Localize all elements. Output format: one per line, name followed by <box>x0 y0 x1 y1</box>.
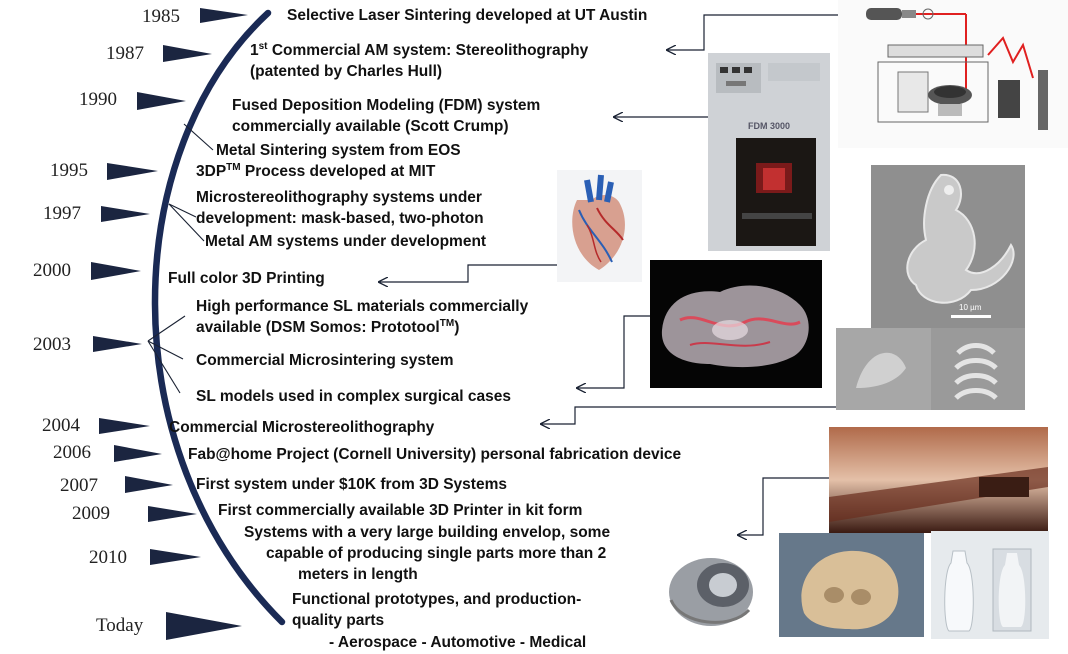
skull-model-image <box>779 533 924 637</box>
event-fabathome: Fab@home Project (Cornell University) pe… <box>188 446 682 463</box>
pointer-1990 <box>137 92 186 110</box>
event-hpsl-tm: TM <box>439 317 455 329</box>
year-2004: 2004 <box>42 415 80 436</box>
pointer-2000 <box>91 262 141 280</box>
event-commercial-microsl: Commercial Microstereolithography <box>169 419 435 436</box>
event-sectors: - Aerospace - Automotive - Medical <box>329 634 587 651</box>
sem-scale-label: 10 µm <box>959 303 982 312</box>
sls-schematic-image <box>838 0 1068 148</box>
micro-springs-image <box>836 328 1025 410</box>
sl-surgical-model-image <box>650 260 822 388</box>
event-micro-line1: Microstereolithography systems under <box>196 189 482 206</box>
event-3dp-rest: Process developed at MIT <box>240 163 436 180</box>
year-today: Today <box>96 615 144 636</box>
arrow-large <box>738 477 829 535</box>
pointer-today <box>166 612 242 640</box>
event-func-line2: quality parts <box>292 612 385 629</box>
arrow-microsl <box>541 406 836 424</box>
event-sla-line2: (patented by Charles Hull) <box>250 63 443 80</box>
sem-microstructure-image: 10 µm <box>871 165 1025 328</box>
event-functional-prototypes: Functional prototypes, and production- q… <box>292 589 581 631</box>
event-large-line3: meters in length <box>298 566 418 583</box>
pointer-2004 <box>99 418 150 434</box>
pointer-2010 <box>150 549 201 565</box>
event-metal-am: Metal AM systems under development <box>205 233 487 250</box>
year-1997: 1997 <box>43 203 81 224</box>
event-sls: Selective Laser Sintering developed at U… <box>287 7 648 24</box>
year-2000: 2000 <box>33 260 71 281</box>
year-2007: 2007 <box>60 475 98 496</box>
heart-model-image <box>557 170 642 282</box>
event-micro-line2: development: mask-based, two-photon <box>196 210 484 227</box>
year-2006: 2006 <box>53 442 91 463</box>
arrow-sls-to-sla <box>667 14 870 50</box>
event-3dp: 3DPTM Process developed at MIT <box>196 161 435 182</box>
event-fdm-line2: commercially available (Scott Crump) <box>232 118 509 135</box>
event-func-line1: Functional prototypes, and production- <box>292 591 582 608</box>
branch-2003b <box>147 340 184 360</box>
event-sla-ordinal: 1 <box>250 42 259 59</box>
fdm-machine-image: FDM 3000 <box>708 53 830 251</box>
event-large-line2: capable of producing single parts more t… <box>266 545 607 562</box>
event-hpsl-line1: High performance SL materials commercial… <box>196 298 529 315</box>
large-build-envelope-image <box>829 427 1048 533</box>
event-10k-system: First system under $10K from 3D Systems <box>196 476 507 493</box>
event-fdm-line1: Fused Deposition Modeling (FDM) system <box>232 97 541 114</box>
pointer-2007 <box>125 476 173 493</box>
pointer-1995 <box>107 163 158 180</box>
event-large-envelope: Systems with a very large building envel… <box>244 522 610 585</box>
pointer-1987 <box>163 45 212 62</box>
year-1987: 1987 <box>106 43 144 64</box>
event-stereolithography: 1st Commercial AM system: Stereolithogra… <box>250 40 588 82</box>
pointer-1997 <box>101 206 150 222</box>
arrow-surgical <box>577 315 650 388</box>
event-eos: Metal Sintering system from EOS <box>216 142 461 159</box>
event-full-color: Full color 3D Printing <box>168 270 325 287</box>
event-3dp-name: 3DP <box>196 163 227 180</box>
event-hpsl-line2b: ) <box>454 319 460 336</box>
event-surgical: SL models used in complex surgical cases <box>196 388 512 405</box>
pointer-2006 <box>114 445 162 462</box>
event-high-performance-sl: High performance SL materials commercial… <box>196 296 528 338</box>
year-2003: 2003 <box>33 334 71 355</box>
event-microstereolithography: Microstereolithography systems under dev… <box>196 187 484 229</box>
year-pointers <box>91 8 248 640</box>
event-3dp-tm: TM <box>226 161 241 173</box>
branch-2003a <box>147 315 186 342</box>
branch-1997a <box>168 203 197 218</box>
event-large-line1: Systems with a very large building envel… <box>244 524 611 541</box>
event-kit-printer: First commercially available 3D Printer … <box>218 502 583 519</box>
branch-1997b <box>168 203 205 242</box>
pointer-2009 <box>148 506 197 522</box>
metal-implant-image <box>651 540 771 636</box>
arrow-fullcolor <box>379 264 557 282</box>
event-hpsl-line2a: available (DSM Somos: Prototool <box>196 319 440 336</box>
event-fdm: Fused Deposition Modeling (FDM) system c… <box>232 95 540 137</box>
pointer-2003 <box>93 336 142 352</box>
year-1990: 1990 <box>79 89 117 110</box>
event-microsintering: Commercial Microsintering system <box>196 352 454 369</box>
bottle-mold-image <box>931 531 1049 639</box>
timeline-arc <box>151 9 286 626</box>
event-sla-ordinal-sup: st <box>258 40 268 52</box>
year-2010: 2010 <box>89 547 127 568</box>
branch-2003c <box>147 340 181 394</box>
event-sla-line1: Commercial AM system: Stereolithography <box>267 42 589 59</box>
branch-eos <box>183 123 214 151</box>
pointer-1985 <box>200 8 248 23</box>
year-2009: 2009 <box>72 503 110 524</box>
year-1985: 1985 <box>142 6 180 27</box>
fdm-machine-label: FDM 3000 <box>748 121 791 131</box>
year-1995: 1995 <box>50 160 88 181</box>
